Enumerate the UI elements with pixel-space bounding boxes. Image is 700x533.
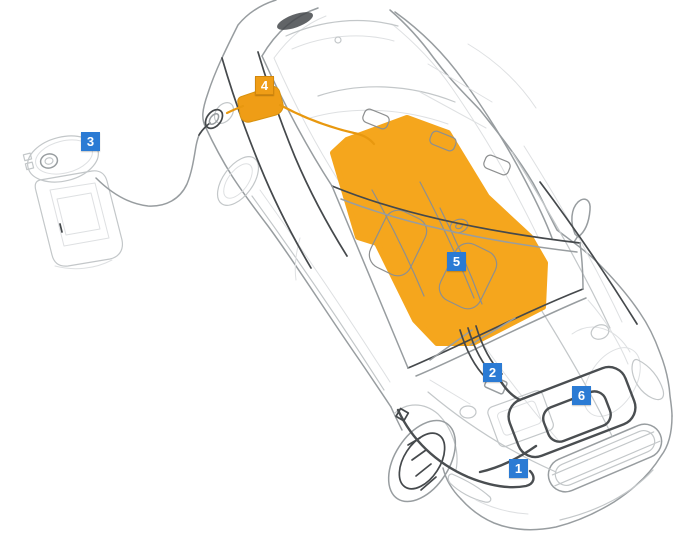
marker-1[interactable]: 1 [509,459,528,478]
charging-plug [198,102,235,136]
marker-1-label: 1 [514,461,523,476]
module-to-battery-wire [278,103,376,146]
car-body-wireframe [202,0,673,531]
hood-crease-lines [427,307,613,473]
windshield-base-edge [407,288,584,369]
plug-face [204,108,224,130]
roof-left-edge [261,55,333,187]
plug-handle [198,122,211,136]
port-to-module-wire [225,104,245,115]
station-button [24,161,35,171]
station-screen [56,192,101,236]
station-body [34,170,124,267]
right-a-pillar [579,242,584,290]
marker-5[interactable]: 5 [447,252,466,271]
marker-6-label: 6 [577,388,586,403]
marker-3-label: 3 [86,134,95,149]
right-headlight [631,358,665,401]
harness-stub [498,378,522,402]
windshield-top-edge [331,185,581,244]
station-button [22,152,33,162]
station-latch [59,223,63,233]
charging-station [22,135,124,270]
cargo-deck-line [317,86,456,103]
station-panel [49,182,110,247]
headrest [429,130,457,152]
marker-5-label: 5 [452,254,461,269]
front-seat [368,209,428,277]
right-sill-line [511,151,611,329]
roof-spoiler [277,12,313,30]
rear-window-inner [291,35,395,50]
charge-port-module [237,85,284,123]
body-left-edge [202,0,392,408]
left-sill-line [251,195,385,391]
harness-drop [478,444,538,474]
charging-cable-group [95,102,235,207]
right-roof-rail [539,181,638,325]
charge-port-module-group [225,85,376,146]
hood-detail [475,339,559,515]
plug-face-inner [208,113,220,125]
rear-wiper-pivot [334,36,342,44]
harness-loops [507,365,637,459]
cowl-line [415,297,587,377]
front-grille [547,423,663,493]
front-bumper-cable [396,408,535,489]
marker-6[interactable]: 6 [572,386,591,405]
battery-pack-highlight [330,115,548,346]
front-right-wheel [571,326,641,417]
charging-cable [95,132,201,207]
station-base [54,259,113,270]
rear-left-wheel [216,156,260,206]
cable-connector [395,407,410,422]
marker-2-label: 2 [488,365,497,380]
cargo-detail-lines [309,43,537,129]
front-left-corner [390,406,462,500]
marker-2[interactable]: 2 [483,363,502,382]
roof-inset-lines [273,15,539,238]
headrest [483,154,511,176]
station-holster [39,153,59,169]
side-mirror [571,198,591,243]
marker-4-label: 4 [260,78,269,93]
station-holster-inner [44,157,54,165]
roof-right-edge [394,11,553,239]
left-headlight [447,473,492,503]
left-roof-rail [221,57,312,269]
windshield-wipers [429,317,516,361]
left-a-pillar [331,185,409,369]
cabin-interior-lines [362,108,511,310]
rear-window [285,19,399,37]
marker-4[interactable]: 4 [255,76,274,95]
front-left-wheel [387,404,458,503]
bumper-lower-line [559,469,654,521]
dark-structure-lines [221,12,638,377]
windshield-header-inner [340,198,578,253]
marker-3[interactable]: 3 [81,132,100,151]
left-door-lines [259,189,391,383]
front-bumper-edge [460,415,673,531]
headrest [362,108,390,130]
